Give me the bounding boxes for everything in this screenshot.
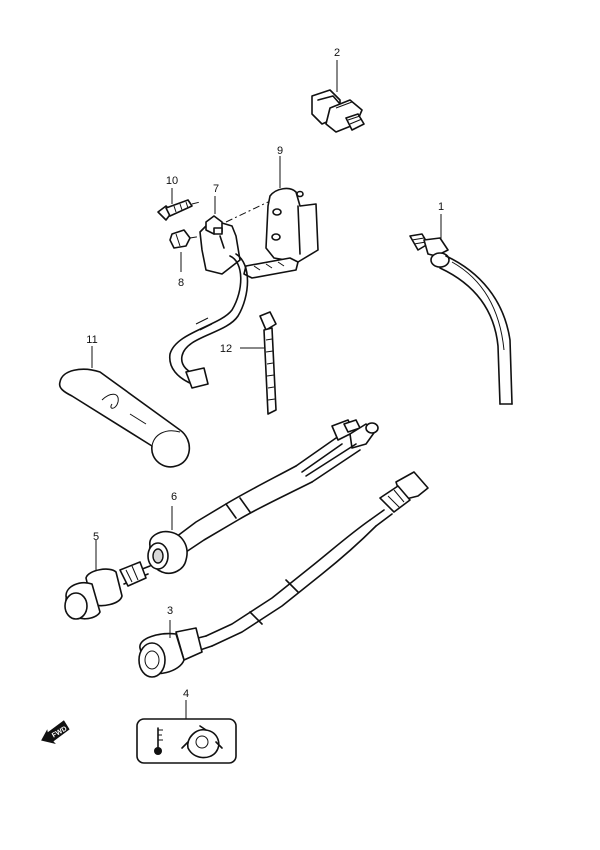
callout-6: 6 bbox=[171, 491, 177, 503]
callout-5: 5 bbox=[93, 531, 99, 543]
part-4-label-plate[interactable] bbox=[136, 700, 237, 764]
part-6-grommet-harness[interactable] bbox=[171, 419, 379, 557]
callout-9: 9 bbox=[277, 145, 283, 157]
part-2-sender[interactable] bbox=[311, 60, 365, 133]
part-10-screw[interactable] bbox=[157, 188, 193, 221]
callout-7: 7 bbox=[213, 183, 219, 195]
part-7-switch[interactable] bbox=[168, 196, 249, 389]
callout-3: 3 bbox=[167, 605, 173, 617]
part-1-sensor[interactable] bbox=[409, 214, 513, 405]
forward-arrow-label: FWD bbox=[51, 725, 68, 739]
part-5-plug[interactable] bbox=[64, 540, 151, 620]
part-6-grommet[interactable] bbox=[147, 530, 188, 575]
thermometer-icon bbox=[154, 727, 163, 755]
part-12-cable-tie[interactable] bbox=[240, 311, 277, 415]
callout-11: 11 bbox=[86, 334, 97, 346]
part-3-harness[interactable] bbox=[138, 471, 429, 678]
callout-1: 1 bbox=[438, 201, 444, 213]
callout-4: 4 bbox=[183, 688, 189, 700]
part-9-bracket[interactable] bbox=[243, 156, 319, 279]
forward-arrow-icon: FWD bbox=[41, 720, 70, 745]
callout-12: 12 bbox=[220, 343, 232, 355]
oil-can-icon bbox=[181, 725, 223, 759]
part-8-nut[interactable] bbox=[169, 229, 191, 272]
callout-2: 2 bbox=[334, 47, 340, 59]
callout-10: 10 bbox=[166, 175, 178, 187]
part-11-protector[interactable] bbox=[58, 346, 191, 468]
callout-8: 8 bbox=[178, 277, 184, 289]
